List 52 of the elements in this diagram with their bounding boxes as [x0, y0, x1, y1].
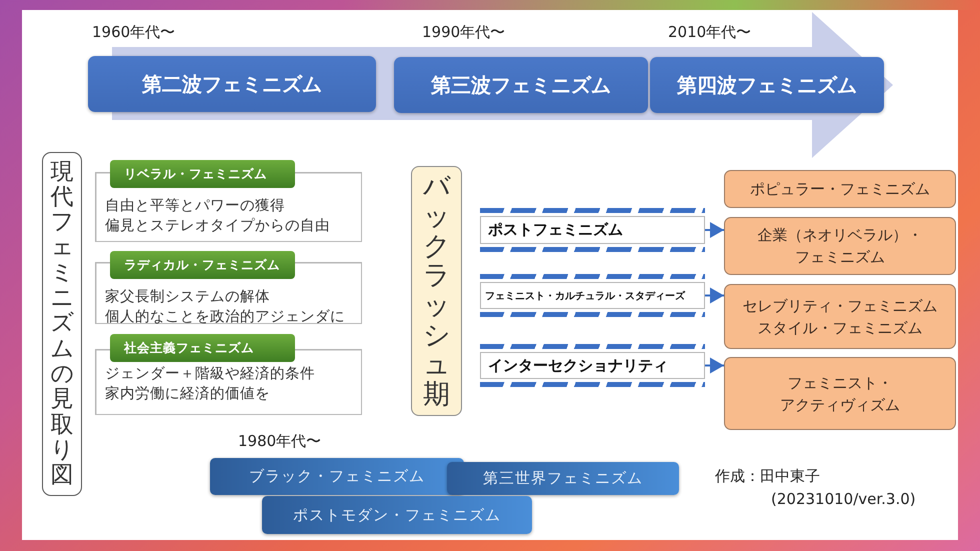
term-label: ポストフェミニズム — [488, 220, 623, 240]
theory-label: 第三世界フェミニズム — [483, 469, 643, 488]
description-text: 偏見とステレオタイプからの自由 — [105, 216, 330, 236]
theory-box — [210, 458, 464, 495]
description-text: 家内労働に経済的価値を — [105, 384, 270, 404]
note-text: 作成：田中東子 — [715, 466, 820, 486]
theory-box — [262, 496, 532, 534]
wave-box — [88, 56, 376, 112]
wave-label: 第二波フェミニズム — [142, 70, 322, 98]
period-band — [411, 166, 462, 416]
arrow — [705, 358, 724, 374]
feminism-box — [724, 284, 956, 349]
theory-label: ポストモダン・フェミニズム — [293, 506, 501, 524]
description-text: 自由と平等とパワーの獲得 — [105, 197, 285, 216]
striped-label-box — [480, 344, 705, 387]
arrow — [705, 222, 724, 238]
vertical-title: 現代フェミニズムの見取り図 — [50, 160, 74, 488]
note-text: (20231010/ver.3.0) — [771, 489, 916, 509]
arrow — [705, 288, 724, 304]
wave-label: 第四波フェミニズム — [677, 72, 857, 98]
category-tab: リベラル・フェミニズム — [110, 160, 295, 188]
wave-box — [650, 57, 884, 113]
title-box — [42, 152, 82, 496]
period-label: 2010年代〜 — [668, 22, 752, 42]
description-text: 個人的なことを政治的アジェンダに — [105, 308, 345, 327]
vertical-label: バックラッシュ期 — [423, 172, 450, 410]
wave-box — [394, 57, 648, 113]
term-label: セレブリティ・フェミニズム — [742, 296, 938, 316]
category-tab: ラディカル・フェミニズム — [110, 251, 295, 279]
category-panel — [95, 160, 362, 242]
category-tab: 社会主義フェミニズム — [110, 334, 295, 362]
theory-label: ブラック・フェミニズム — [249, 467, 425, 486]
category-panel — [95, 251, 362, 324]
term-label: 企業（ネオリベラル）・フェミニズム — [756, 225, 924, 268]
feminism-box — [724, 170, 956, 208]
feminism-box — [724, 217, 956, 275]
period-label: 1990年代〜 — [422, 22, 506, 42]
striped-label-box — [480, 208, 705, 252]
term-label: フェミニスト・アクティヴィズム — [779, 372, 901, 416]
striped-label-box — [480, 274, 705, 317]
term-label: ポピュラー・フェミニズム — [750, 179, 930, 200]
wave-label: 第三波フェミニズム — [431, 72, 611, 98]
term-label: インターセクショナリティ — [488, 356, 668, 375]
term-label: スタイル・フェミニズム — [758, 318, 922, 338]
category-panel — [95, 334, 362, 415]
term-label: フェミニスト・カルチュラル・スタディーズ — [485, 290, 685, 302]
feminism-box — [724, 357, 956, 430]
period-label: 1960年代〜 — [92, 22, 176, 42]
description-text: 家父長制システムの解体 — [105, 288, 270, 307]
description-text: ジェンダー＋階級や経済的条件 — [105, 364, 315, 384]
theory-box — [447, 462, 679, 495]
period-label: 1980年代〜 — [238, 431, 322, 451]
